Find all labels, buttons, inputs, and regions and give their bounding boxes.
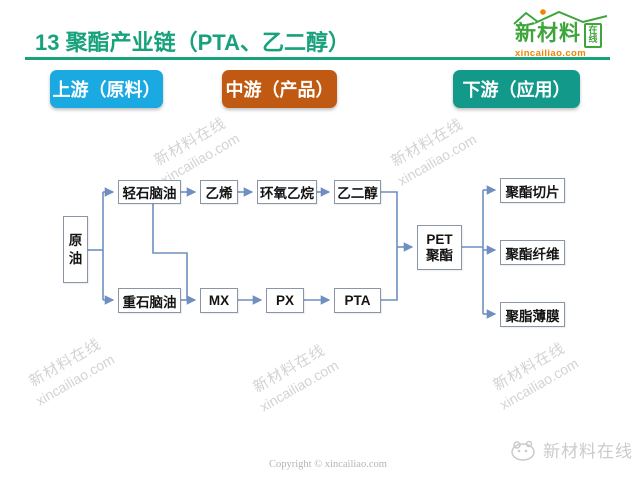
logo-sun-icon bbox=[540, 9, 546, 15]
flow-node-pta: PTA bbox=[334, 288, 381, 313]
connector bbox=[381, 247, 398, 301]
flow-node-light-naphtha: 轻石脑油 bbox=[118, 180, 181, 204]
flow-node-mx: MX bbox=[200, 288, 238, 313]
legend-upstream: 上游（原料） bbox=[50, 70, 163, 108]
logo-mountain-icon bbox=[513, 9, 608, 25]
legend-midstream: 中游（产品） bbox=[222, 70, 337, 108]
logo-domain: xincailiao.com bbox=[515, 48, 587, 59]
connector bbox=[152, 204, 188, 299]
flow-node-ethylene-glycol: 乙二醇 bbox=[334, 180, 381, 204]
logo-badge: 在线 bbox=[584, 23, 602, 48]
title-divider bbox=[25, 57, 610, 60]
xincailiao-logo: 新材料 在线 xincailiao.com bbox=[513, 9, 625, 59]
flow-node-ethylene: 乙烯 bbox=[200, 180, 238, 204]
flow-node-polyester-chip: 聚酯切片 bbox=[500, 178, 565, 203]
connector bbox=[381, 191, 398, 247]
flow-node-ethylene-oxide: 环氧乙烷 bbox=[257, 180, 317, 204]
copyright-text: Copyright © xincailiao.com bbox=[269, 459, 387, 470]
logo-name: 新材料 bbox=[515, 22, 581, 45]
flow-node-crude-oil: 原油 bbox=[63, 216, 88, 283]
footer-brand: 新材料在线 bbox=[509, 437, 633, 462]
panda-icon bbox=[511, 440, 535, 461]
page-title: 13 聚酯产业链（PTA、乙二醇） bbox=[35, 30, 350, 55]
footer-brand-text: 新材料在线 bbox=[543, 442, 633, 461]
flow-node-pet-polyester: PET 聚酯 bbox=[417, 225, 462, 270]
flow-node-polyester-fiber: 聚酯纤维 bbox=[500, 240, 565, 265]
flow-node-px: PX bbox=[266, 288, 304, 313]
flow-node-heavy-naphtha: 重石脑油 bbox=[118, 288, 181, 313]
legend-downstream: 下游（应用） bbox=[453, 70, 580, 108]
flow-node-polyester-film: 聚脂薄膜 bbox=[500, 302, 565, 327]
